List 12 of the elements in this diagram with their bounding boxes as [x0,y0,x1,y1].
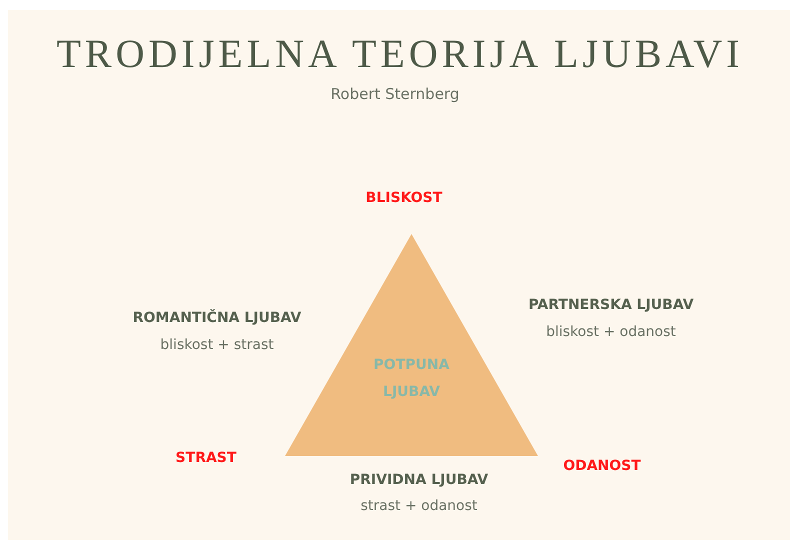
component-formula: bliskost + odanost [546,323,676,342]
corner-label: STRAST [176,449,236,468]
corner-label: BLISKOST [366,189,442,208]
subtitle: Robert Sternberg [330,84,460,104]
title: TRODIJELNA TEORIJA LJUBAVI [56,30,744,78]
love-type-label: PRIVIDNA LJUBAV [350,471,488,490]
center-label: POTPUNA LJUBAV [372,356,450,402]
component-formula: bliskost + strast [160,336,274,355]
love-type-label: ROMANTIČNA LJUBAV [132,308,302,328]
component-formula: strast + odanost [360,497,478,516]
corner-label: ODANOST [563,457,641,476]
love-type-label: PARTNERSKA LJUBAV [528,296,694,315]
